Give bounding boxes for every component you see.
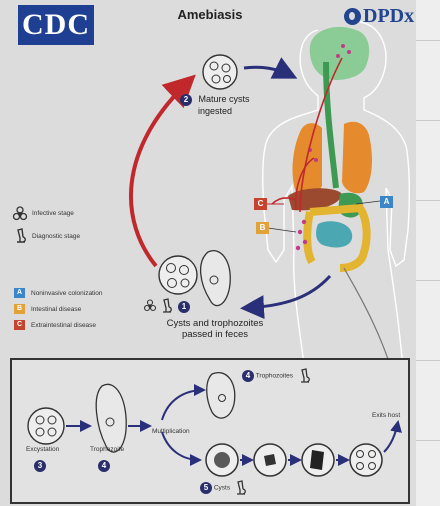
strip-divider — [416, 40, 440, 41]
step-1-badge-wrap: 1 — [178, 301, 190, 313]
small-intestine — [316, 221, 353, 248]
strip-divider — [416, 200, 440, 201]
cysts-label: Cysts — [213, 484, 231, 492]
dpdx-mark-icon — [344, 8, 361, 25]
uninucleate-cyst-icon — [253, 443, 287, 477]
step-5-badge: 5 — [200, 482, 212, 494]
mature-cyst-icon — [202, 54, 238, 90]
legend-infective: Infective stage — [14, 210, 74, 217]
step-2-text-line1: Mature cysts — [198, 94, 250, 105]
binucleate-cyst-icon — [301, 443, 335, 477]
trophozoite-label: Trophozoite — [90, 446, 125, 453]
step-1-badge: 1 — [178, 301, 190, 313]
multiplication-label: Multiplication — [152, 428, 190, 435]
step-2-badge: 2 — [180, 94, 192, 106]
tag-b-line — [267, 227, 297, 233]
trophozoites-label-wrap: 4 Trophozoites — [242, 370, 293, 382]
legend-c: C Extraintestinal disease — [14, 320, 96, 330]
tag-a-line — [355, 200, 381, 205]
trophozoite-icon — [95, 383, 127, 453]
strip-divider — [416, 440, 440, 441]
step-3-badge: 3 — [34, 460, 46, 472]
microscope-icon — [163, 298, 172, 313]
trophozoites-label: Trophozoites — [255, 372, 294, 380]
trophozoite-in-feces-icon — [200, 250, 231, 307]
exit-arrow — [383, 420, 402, 453]
excystation-label: Excystation — [26, 446, 60, 453]
tag-c: C — [254, 198, 267, 210]
inset-artwork — [27, 368, 402, 495]
ingestion-arrow — [243, 57, 298, 79]
step-3-badge-wrap: 3 — [34, 460, 46, 472]
inset-arrow-up — [161, 384, 206, 421]
tag-a: A — [380, 196, 393, 208]
biohazard-icon — [143, 299, 157, 312]
strip-divider — [416, 280, 440, 281]
step-4-badge-lower: 4 — [98, 460, 110, 472]
legend-a-text: Noninvasive colonization — [31, 289, 103, 297]
step-1-label: Cysts and trophozoites passed in feces — [150, 318, 280, 340]
step-2-label: 2 Mature cysts ingested — [180, 94, 250, 117]
legend-a: A Noninvasive colonization — [14, 288, 103, 298]
excystation-cyst-icon — [27, 407, 65, 445]
step-4-badge-wrap: 4 — [98, 460, 110, 472]
intestinal-stages-inset: Excystation Trophozoite Multiplication E… — [10, 358, 410, 504]
step-1-text-line1: Cysts and trophozoites — [166, 318, 264, 329]
quadrinucleate-cyst-icon — [349, 443, 383, 477]
right-edge-strip — [416, 0, 440, 506]
dpdx-logo-text: DPDx — [363, 5, 415, 27]
legend-infective-text: Infective stage — [32, 210, 74, 217]
esophagus — [323, 61, 339, 189]
microscope-icon — [237, 480, 246, 495]
legend-c-letter: C — [14, 320, 25, 330]
legend-diagnostic-text: Diagnostic stage — [32, 233, 81, 240]
exits-host-label: Exits host — [372, 412, 401, 419]
large-intestine — [303, 203, 371, 272]
microscope-icon — [301, 368, 310, 383]
strip-divider — [416, 360, 440, 361]
precyst-icon — [205, 443, 239, 477]
brain-shape — [309, 26, 370, 80]
dissemination-path-liver — [271, 197, 297, 205]
lifecycle-artwork — [12, 21, 411, 421]
diagram-title: Amebiasis — [177, 7, 243, 22]
excretion-arrow — [240, 274, 332, 320]
cdc-logo: CDC — [18, 5, 94, 45]
right-lung — [342, 121, 372, 194]
human-body-outline — [262, 21, 411, 381]
legend-a-letter: A — [14, 288, 25, 298]
legend-b-letter: B — [14, 304, 25, 314]
trophozoite-upper-icon — [206, 372, 236, 419]
step-1-text-line2: passed in feces — [181, 329, 248, 340]
legend-c-text: Extraintestinal disease — [31, 321, 97, 329]
microscope-icon — [17, 228, 26, 243]
dissemination-path-lung — [294, 157, 315, 211]
tag-b: B — [256, 222, 269, 234]
dpdx-logo: DPDx — [344, 5, 414, 28]
legend-b: B Intestinal disease — [14, 304, 81, 314]
legend-b-text: Intestinal disease — [31, 305, 82, 313]
step-4-badge-upper: 4 — [242, 370, 254, 382]
dissemination-path-brain — [299, 57, 343, 213]
strip-divider — [416, 120, 440, 121]
cyst-in-feces-icon — [158, 255, 198, 295]
cysts-label-wrap: 5 Cysts — [200, 482, 230, 494]
inset-arrow-down — [161, 431, 202, 466]
biohazard-icon — [12, 206, 28, 221]
step-2-text-line2: ingested — [198, 106, 233, 116]
red-cycle-arrow — [128, 74, 196, 268]
legend-diagnostic: Diagnostic stage — [14, 233, 80, 240]
